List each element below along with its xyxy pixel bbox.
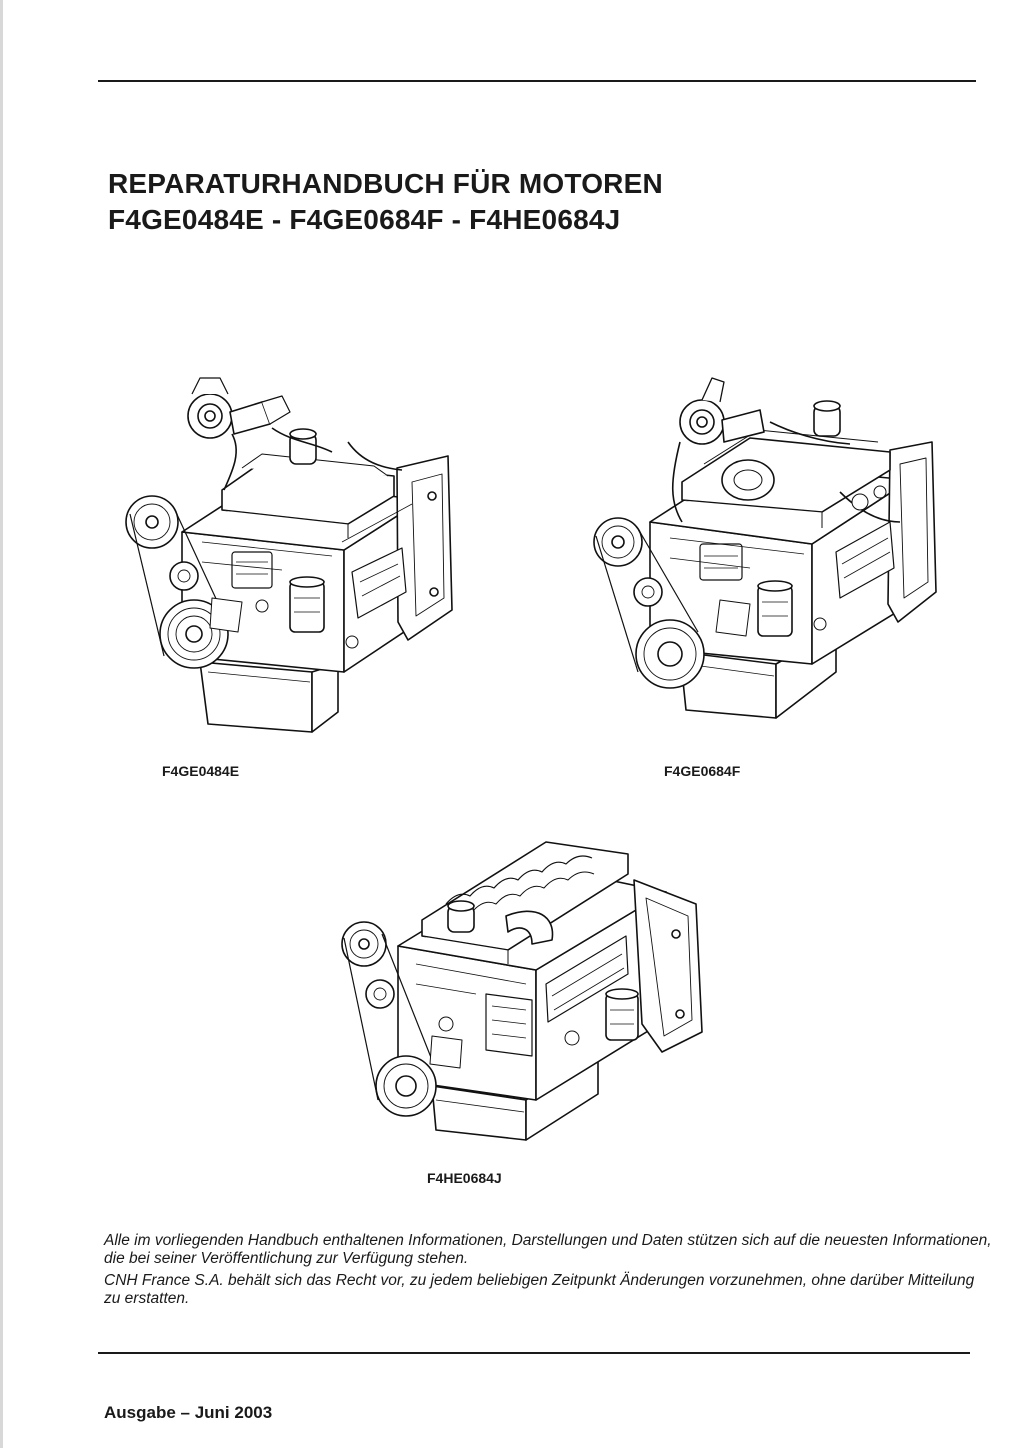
engine-illustration-icon [590,372,942,722]
page-edge [0,0,3,1448]
figure-caption: F4GE0484E [162,763,240,779]
figure-caption: F4GE0684F [664,763,741,779]
engine-illustration-icon [112,372,462,742]
top-rule [98,80,976,82]
title-line-2: F4GE0484E - F4GE0684F - F4HE0684J [108,204,621,235]
bottom-rule [98,1352,970,1354]
edition-date: Ausgabe – Juni 2003 [104,1403,273,1422]
disclaimer-paragraph: CNH France S.A. behält sich das Recht vo… [104,1272,975,1307]
figure-caption: F4HE0684J [427,1170,502,1186]
page-title: REPARATURHANDBUCH FÜR MOTOREN F4GE0484E … [108,166,663,238]
engine-illustration-icon [336,824,712,1146]
title-line-1: REPARATURHANDBUCH FÜR MOTOREN [108,168,663,199]
disclaimer: Alle im vorliegenden Handbuch enthaltene… [104,1232,994,1312]
disclaimer-paragraph: Alle im vorliegenden Handbuch enthaltene… [104,1232,992,1267]
